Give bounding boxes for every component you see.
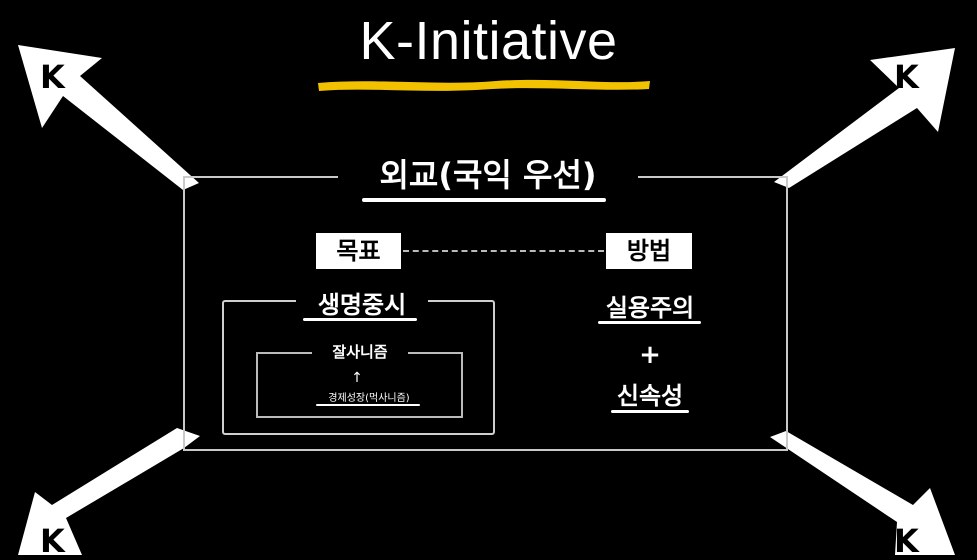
goal-method-connector	[403, 250, 604, 252]
life-underline	[303, 318, 417, 321]
up-arrow-icon: ↑	[351, 370, 363, 386]
diplomacy-header: 외교(국익 우선)	[338, 150, 638, 200]
method-label: 방법	[606, 233, 692, 269]
arrow-top-right	[774, 48, 955, 188]
goal-label: 목표	[316, 233, 401, 269]
title: K-Initiative	[359, 11, 618, 71]
life-priority-text: 생명중시	[296, 285, 428, 320]
corner-label-bottom-left: K	[40, 522, 65, 560]
economic-growth-text: 경제성장(먹사니즘)	[328, 393, 410, 404]
diplomacy-underline	[362, 198, 606, 202]
arrow-bottom-left	[18, 428, 200, 555]
pragmatism-underline	[598, 321, 701, 324]
arrow-bottom-right	[770, 431, 955, 555]
speed-text: 신속성	[616, 382, 684, 410]
arrow-top-left	[18, 45, 199, 190]
growth-underline	[316, 404, 420, 406]
corner-label-top-left: K	[40, 58, 65, 96]
title-highlight	[318, 79, 650, 91]
corner-label-top-right: K	[894, 58, 919, 96]
corner-label-bottom-right: K	[894, 522, 919, 560]
plus-sign: +	[639, 340, 661, 370]
speed-underline	[611, 410, 689, 413]
pragmatism-text: 실용주의	[605, 294, 695, 322]
wellbeing-text: 잘사니즘	[312, 341, 408, 362]
